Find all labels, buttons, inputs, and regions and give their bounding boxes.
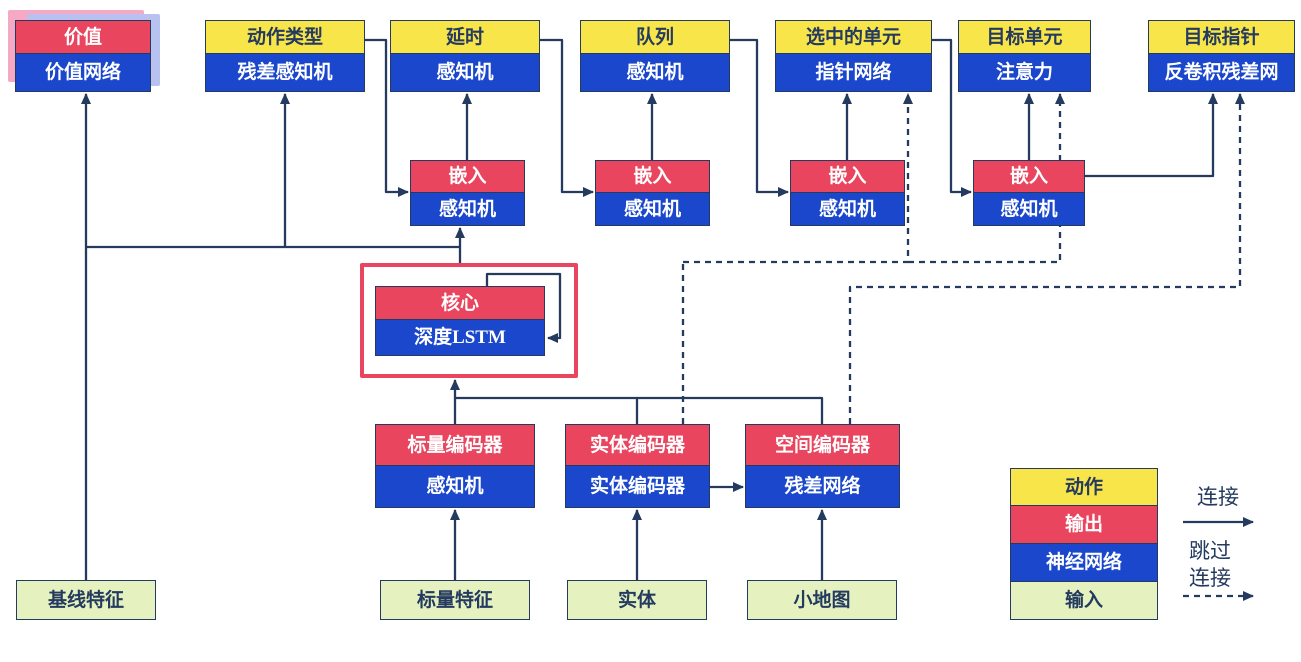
edge-delay-to-embedding-2 — [540, 38, 594, 197]
node-action-type-action-label: 动作类型 — [205, 20, 365, 54]
node-core: 核心 深度LSTM — [375, 286, 545, 356]
node-baseline-features-label: 基线特征 — [16, 580, 156, 620]
edge-core-recurrent-loop — [485, 272, 562, 343]
node-embedding-2-network-label: 感知机 — [595, 193, 710, 226]
node-queue-network-label: 感知机 — [580, 54, 730, 92]
node-embedding-4: 嵌入 感知机 — [973, 160, 1085, 226]
node-delay-network-label: 感知机 — [390, 54, 540, 92]
node-embedding-1: 嵌入 感知机 — [410, 160, 525, 226]
node-embedding-2: 嵌入 感知机 — [595, 160, 710, 226]
node-embedding-1-output-label: 嵌入 — [410, 160, 525, 193]
node-delay: 延时 感知机 — [390, 20, 540, 92]
node-entities-label: 实体 — [567, 580, 707, 620]
node-entity-encoder-output-label: 实体编码器 — [565, 424, 710, 466]
node-value-network-label: 价值网络 — [15, 54, 151, 92]
node-embedding-3-network-label: 感知机 — [790, 193, 905, 226]
node-embedding-4-output-label: 嵌入 — [973, 160, 1085, 193]
node-target-point-network-label: 反卷积残差网 — [1148, 54, 1295, 92]
node-core-output-label: 核心 — [375, 286, 545, 320]
node-embedding-4-network-label: 感知机 — [973, 193, 1085, 226]
node-scalar-encoder-network-label: 感知机 — [375, 466, 535, 508]
node-embedding-3: 嵌入 感知机 — [790, 160, 905, 226]
node-entity-encoder: 实体编码器 实体编码器 — [565, 424, 710, 508]
edge-selected-units-to-embedding-4 — [932, 38, 972, 197]
node-scalar-features: 标量特征 — [380, 580, 530, 620]
node-minimap-label: 小地图 — [747, 580, 897, 620]
legend-output-swatch: 输出 — [1010, 506, 1158, 544]
node-queue: 队列 感知机 — [580, 20, 730, 92]
node-embedding-1-network-label: 感知机 — [410, 193, 525, 226]
edge-action-type-to-embedding-1 — [365, 38, 409, 197]
legend-skip-connection-label: 跳过连接 — [1189, 539, 1231, 590]
legend-network-swatch: 神经网络 — [1010, 544, 1158, 582]
node-scalar-encoder-output-label: 标量编码器 — [375, 424, 535, 466]
node-spatial-encoder-network-label: 残差网络 — [745, 466, 900, 508]
core-highlight-frame — [360, 263, 578, 378]
node-selected-units: 选中的单元 指针网络 — [775, 20, 932, 92]
node-value: 价值 价值网络 — [15, 20, 151, 92]
node-target-unit-action-label: 目标单元 — [958, 20, 1091, 54]
legend-input-swatch: 输入 — [1010, 582, 1158, 620]
node-embedding-2-output-label: 嵌入 — [595, 160, 710, 193]
node-baseline-features: 基线特征 — [16, 580, 156, 620]
legend-swatches: 动作 输出 神经网络 输入 — [1010, 468, 1158, 620]
node-spatial-encoder: 空间编码器 残差网络 — [745, 424, 900, 508]
node-queue-action-label: 队列 — [580, 20, 730, 54]
node-target-point-action-label: 目标指针 — [1148, 20, 1295, 54]
node-minimap: 小地图 — [747, 580, 897, 620]
node-embedding-3-output-label: 嵌入 — [790, 160, 905, 193]
node-spatial-encoder-output-label: 空间编码器 — [745, 424, 900, 466]
node-action-type-network-label: 残差感知机 — [205, 54, 365, 92]
node-target-point: 目标指针 反卷积残差网 — [1148, 20, 1295, 92]
skip-entity-encoder-to-attention — [908, 93, 1065, 264]
edge-embedding-4-to-target-point — [1085, 93, 1218, 178]
node-selected-units-action-label: 选中的单元 — [775, 20, 932, 54]
node-selected-units-network-label: 指针网络 — [775, 54, 932, 92]
node-value-output-label: 价值 — [15, 20, 151, 54]
node-scalar-encoder: 标量编码器 感知机 — [375, 424, 535, 508]
edge-spatial-encoder-to-core — [456, 396, 824, 424]
node-delay-action-label: 延时 — [390, 20, 540, 54]
node-action-type: 动作类型 残差感知机 — [205, 20, 365, 92]
node-scalar-features-label: 标量特征 — [380, 580, 530, 620]
legend-action-swatch: 动作 — [1010, 468, 1158, 506]
node-core-network-label: 深度LSTM — [375, 320, 545, 356]
skip-spatial-encoder-to-deconv-resnet — [848, 93, 1245, 424]
node-target-unit: 目标单元 注意力 — [958, 20, 1091, 92]
edge-queue-to-embedding-3 — [730, 38, 789, 197]
node-entity-encoder-network-label: 实体编码器 — [565, 466, 710, 508]
node-entities: 实体 — [567, 580, 707, 620]
node-target-unit-network-label: 注意力 — [958, 54, 1091, 92]
legend-connection-label: 连接 — [1197, 485, 1239, 509]
